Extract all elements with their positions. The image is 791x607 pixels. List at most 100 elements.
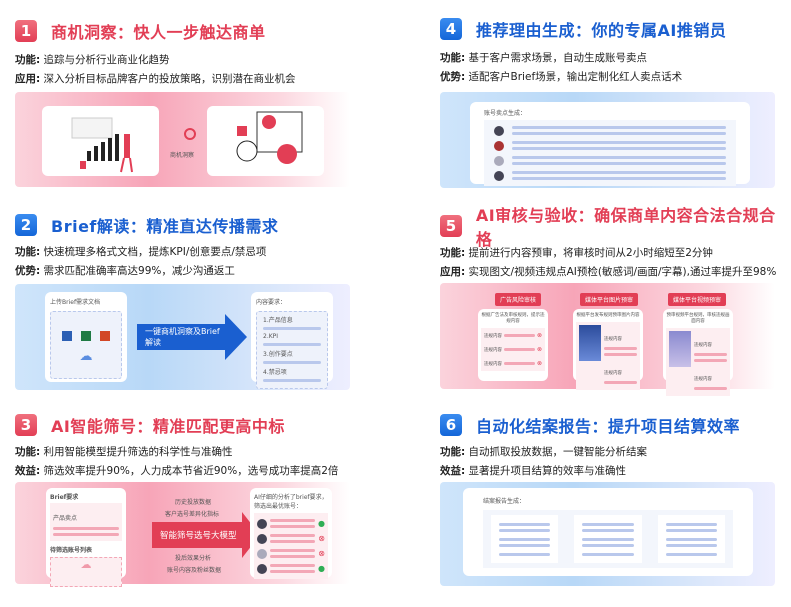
section-title: Brief解读：精准直达传播需求 [51,217,279,236]
benefit-text: 显著提升项目结算的效率与准确性 [465,465,627,477]
reject-icon: ⊗ [536,332,542,339]
illustration-panel: 商机洞察 [15,92,350,187]
process-arrow: 一键商机洞察及Brief解读 [137,324,225,350]
result-title: 内容要求： [256,299,287,306]
requirement-item: 3.创作要点 [263,351,293,358]
label: 功能: [440,446,466,458]
center-label: 商机洞察 [170,152,195,159]
label: 功能: [15,246,41,258]
report-page [491,515,559,563]
label: 功能: [440,247,466,259]
requirement-item: 2.KPI [263,333,279,340]
function-text: 利用智能模型提升筛选的科学性与准确性 [40,446,233,458]
word-file-icon [61,331,72,341]
card-desc: 预审视频平台规则，审核违规画面内容 [666,313,730,324]
row-label: 违规内容 [694,343,712,348]
label: 应用: [440,266,466,278]
cloud-upload-icon: ☁ [79,349,93,364]
section-brief-analysis: 2 Brief解读：精准直达传播需求 功能: 快速梳理多格式文档，提炼KPI/创意… [15,212,355,407]
ad-risk-card: 根据广告法及审核规则，提示违规内容 违规内容⊗ 违规内容⊗ 违规内容⊗ [478,309,548,381]
section-title: 推荐理由生成：你的专属AI推销员 [476,21,727,40]
team-illustration [207,106,324,176]
illustration-panel: 结案报告生成： [440,482,775,586]
section-number: 6 [440,414,462,436]
input-label: 客户选号差异化指标 [165,511,220,518]
card-desc: 根据平台发布规则预审图片内容 [576,313,640,318]
arrow-head-icon [225,314,247,360]
label: 优势: [15,265,41,277]
row-label: 违规内容 [604,337,622,342]
report-page [657,515,725,563]
review-tag: 广告风险审核 [495,293,542,306]
reject-icon: ⊗ [318,534,325,543]
result-card: 内容要求： 1.产品信息 2.KPI 3.创作要点 4.禁忌项 [251,292,333,389]
report-page [574,515,642,563]
row-label: 违规内容 [604,371,622,376]
list-title: 待筛选账号列表 [50,547,93,554]
label: 效益: [440,465,466,477]
section-number: 4 [440,18,462,40]
section-number: 2 [15,214,37,236]
video-review-card: 预审视频平台规则，审核违规画面内容 违规内容违规内容 [663,309,733,396]
label: 功能: [15,446,41,458]
row-label: 违规内容 [484,361,502,367]
upload-dropzone[interactable]: ☁ [50,311,122,379]
function-text: 追踪与分析行业商业化趋势 [40,54,170,66]
avatar [257,548,267,559]
account-row: ● [257,561,325,576]
avatar [257,533,267,544]
excel-file-icon [81,331,91,341]
cloud-upload-icon[interactable]: ☁ [50,557,122,587]
account-row: ● [257,516,325,531]
application-text: 深入分析目标品牌客户的投放策略，识别潜在商业机会 [40,73,296,85]
requirement-item: 4.禁忌项 [263,369,287,376]
input-label: 投后效果分析 [175,555,212,562]
input-label: 账号内容及粉丝数据 [167,567,222,574]
label: 优势: [440,71,466,83]
benefit-text: 筛选效率提升90%，人力成本节省近90%，选号成功率提高2倍 [40,465,339,477]
review-tag: 媒体平台图片预审 [580,293,639,306]
avatar [494,140,504,151]
model-arrow: 智能筛号选号大模型 [152,522,242,548]
avatar [494,170,504,181]
account-row [494,138,726,153]
row-label: 违规内容 [484,347,502,353]
label: 功能: [440,52,466,64]
requirement-item: 1.产品信息 [263,317,293,324]
section-number: 1 [15,20,37,42]
brief-field: 产品卖点 [53,515,78,522]
section-number: 3 [15,414,37,436]
check-icon: ● [318,519,325,528]
function-text: 快速梳理多格式文档，提炼KPI/创意要点/禁忌项 [40,246,267,258]
row-label: 违规内容 [694,377,712,382]
advantage-text: 适配客户Brief场景，输出定制化红人卖点话术 [465,71,683,83]
section-title: AI审核与验收：确保商单内容合法合规合格 [475,206,776,249]
illustration-panel: 上传Brief需求文档 ☁ 一键商机洞察及Brief解读 内容要求： 1.产品信… [15,284,350,390]
report-card: 结案报告生成： [463,488,753,576]
brief-card: Brief要求 产品卖点 待筛选账号列表 ☁ [46,488,126,587]
card-title: 结案报告生成： [483,498,526,505]
label: 应用: [15,73,41,85]
avatar [257,518,267,529]
avatar [257,563,267,574]
section-title: AI智能筛号：精准匹配更高中标 [51,417,285,436]
section-title: 商机洞察：快人一步触达商单 [51,23,266,42]
check-icon: ● [318,564,325,573]
review-tag: 媒体平台视频预审 [668,293,727,306]
function-text: 基于客户需求场景，自动生成账号卖点 [465,52,648,64]
chart-illustration [42,106,159,176]
result-card: AI仔细的分析了brief要求，筛选出最优账号： ● ⊗ ⊗ ● [250,488,332,579]
search-icon [175,128,205,140]
image-review-card: 根据平台发布规则预审图片内容 违规内容违规内容 [573,309,643,390]
function-text: 自动抓取投放数据，一键智能分析结案 [465,446,648,458]
card-title: 账号卖点生成： [484,110,527,117]
account-row: ⊗ [257,531,325,546]
label: 效益: [15,465,41,477]
advantage-text: 需求匹配准确率高达99%，减少沟通返工 [40,265,235,277]
section-title: 自动化结案报告：提升项目结算效率 [476,417,741,436]
card-desc: 根据广告法及审核规则，提示违规内容 [481,313,545,324]
